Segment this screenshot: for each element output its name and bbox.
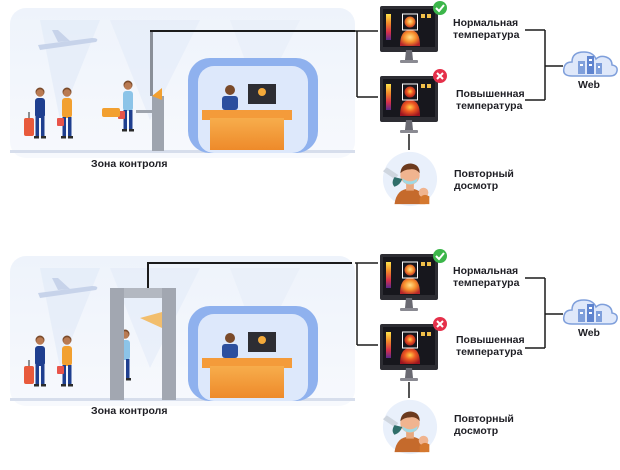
label-high-line2-2: температура xyxy=(456,346,523,358)
web-label-1: Web xyxy=(578,79,600,91)
label-recheck-1: Повторный досмотр xyxy=(454,168,514,192)
counter-top-1 xyxy=(202,110,292,120)
monitor-high-1 xyxy=(380,76,438,133)
counter-1 xyxy=(210,118,284,150)
monitor-high-2 xyxy=(380,324,438,381)
frame-top-2 xyxy=(110,288,175,298)
airplane-1 xyxy=(38,38,98,50)
label-high-line2-1: температура xyxy=(456,100,523,112)
officer-2 xyxy=(225,333,235,343)
cloud-icon xyxy=(562,299,618,325)
monitor-normal-2 xyxy=(380,254,438,311)
monitor-normal-1 xyxy=(380,6,438,63)
passenger-1-1 xyxy=(24,87,46,139)
label-recheck-line2-1: досмотр xyxy=(454,180,499,192)
passenger-2-2 xyxy=(57,335,73,387)
label-high-line1-2: Повышенная xyxy=(456,334,525,346)
label-recheck-line1-2: Повторный xyxy=(454,413,514,425)
cloud-icon xyxy=(562,51,618,77)
passenger-2-1 xyxy=(57,87,73,139)
label-recheck-2: Повторный досмотр xyxy=(454,413,514,437)
label-normal-temperature-2: Нормальная температура xyxy=(453,265,519,289)
inspector-2 xyxy=(382,399,438,455)
web-label-2: Web xyxy=(578,327,600,339)
airplane-2 xyxy=(38,286,98,298)
officer-1 xyxy=(225,85,235,95)
panel-2 xyxy=(10,249,618,455)
counter-2 xyxy=(210,366,284,398)
label-normal-line2-1: температура xyxy=(453,29,520,41)
label-high-temperature-2: Повышенная температура xyxy=(456,334,525,358)
passenger-1-2 xyxy=(24,335,46,387)
turnstile-1 xyxy=(152,96,164,151)
camera-pole-1 xyxy=(150,30,153,96)
zone-label-1: Зона контроля xyxy=(91,158,168,170)
inspector-1 xyxy=(382,151,438,207)
check-icon xyxy=(433,1,447,15)
label-recheck-line1-1: Повторный xyxy=(454,168,514,180)
check-icon xyxy=(433,249,447,263)
label-normal-line1-1: Нормальная xyxy=(453,17,519,29)
frame-left-2 xyxy=(110,288,124,400)
label-normal-line2-2: температура xyxy=(453,277,520,289)
passenger-3-1 xyxy=(118,80,134,132)
label-high-line1-1: Повышенная xyxy=(456,88,525,100)
panel-1 xyxy=(10,1,618,207)
zone-label-2: Зона контроля xyxy=(91,405,168,417)
label-normal-line1-2: Нормальная xyxy=(453,265,519,277)
label-normal-temperature-1: Нормальная температура xyxy=(453,17,519,41)
frame-right-2 xyxy=(162,288,176,400)
label-high-temperature-1: Повышенная температура xyxy=(456,88,525,112)
counter-top-2 xyxy=(202,358,292,368)
label-recheck-line2-2: досмотр xyxy=(454,425,499,437)
